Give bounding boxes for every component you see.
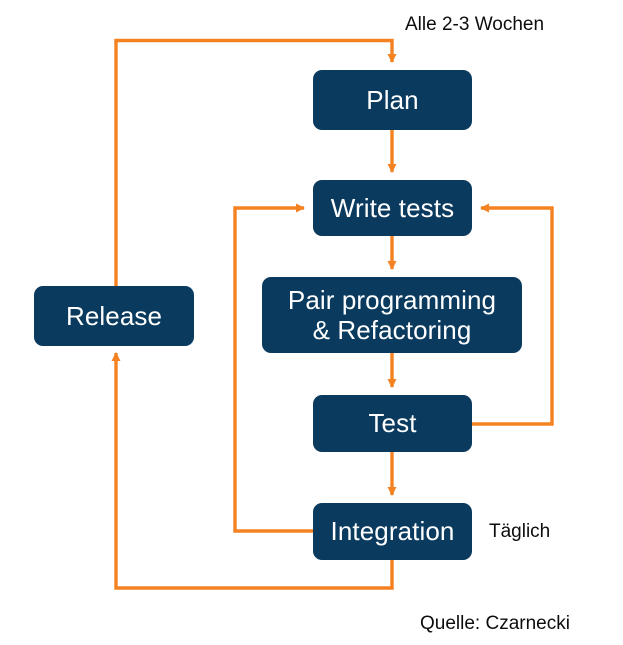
caption-cadence-daily: Täglich <box>489 521 551 542</box>
node-pair-programming[interactable]: Pair programming & Refactoring <box>262 277 522 353</box>
caption-source: Quelle: Czarnecki <box>420 613 570 634</box>
edge-release-to-plan <box>114 38 397 286</box>
caption-cadence-iteration: Alle 2-3 Wochen <box>405 14 545 35</box>
node-plan-label: Plan <box>366 84 419 115</box>
edge-test-to-write-tests <box>472 203 554 426</box>
edge-integration-to-write-tests <box>233 203 313 533</box>
node-test[interactable]: Test <box>313 395 472 452</box>
node-release[interactable]: Release <box>34 286 194 346</box>
node-write-tests[interactable]: Write tests <box>313 180 472 236</box>
node-write-tests-label: Write tests <box>330 192 455 223</box>
edge-integration-to-release <box>111 352 394 590</box>
node-pair-programming-label: Pair programming & Refactoring <box>287 284 497 345</box>
node-plan[interactable]: Plan <box>313 70 472 130</box>
node-integration[interactable]: Integration <box>313 503 472 560</box>
node-integration-label: Integration <box>330 516 455 547</box>
node-test-label: Test <box>368 408 417 439</box>
node-release-label: Release <box>65 300 163 331</box>
